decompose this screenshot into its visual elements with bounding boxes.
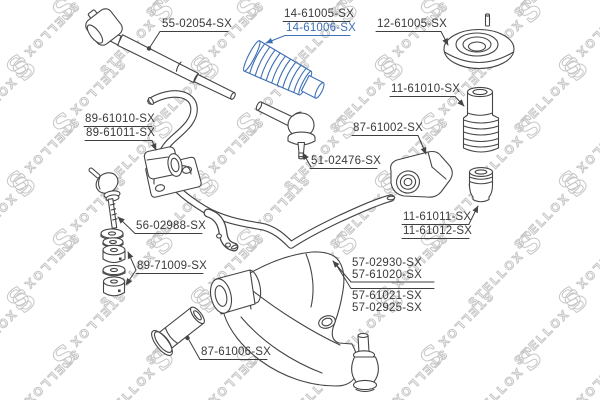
- part-label-small-bushing-b[interactable]: 11-61012-SX: [403, 225, 473, 237]
- stabilizer-bar-drawing[interactable]: [147, 90, 396, 252]
- small-bushing-drawing[interactable]: [468, 167, 494, 203]
- inner-tie-rod-drawing[interactable]: [79, 2, 236, 100]
- part-label-tie-rod-end[interactable]: 51-02476-SX: [311, 155, 381, 167]
- strut-mount-drawing[interactable]: [443, 13, 515, 70]
- stabilizer-link-drawing[interactable]: [88, 167, 122, 229]
- part-label-bump-stop[interactable]: 11-61010-SX: [391, 83, 461, 95]
- part-label-inner-tie-rod[interactable]: 55-02054-SX: [162, 18, 232, 30]
- arm-bushing-drawing[interactable]: [390, 150, 453, 198]
- link-bushing-kit-drawing[interactable]: [100, 228, 126, 297]
- tie-rod-end-drawing[interactable]: [255, 101, 316, 160]
- part-label-small-bushing-a[interactable]: 11-61011-SX: [403, 211, 472, 223]
- part-label-control-arm-d[interactable]: 57-02925-SX: [352, 302, 422, 314]
- steering-boot-drawing[interactable]: [241, 39, 329, 106]
- bump-stop-drawing[interactable]: [462, 86, 500, 153]
- stabilizer-bushing-drawing[interactable]: [143, 146, 202, 198]
- part-label-stab-bushing-b[interactable]: 89-61011-SX: [86, 127, 156, 139]
- part-label-control-arm-a[interactable]: 57-02930-SX: [352, 257, 422, 269]
- part-label-control-arm-c[interactable]: 57-61021-SX: [352, 290, 422, 302]
- part-label-steering-boot[interactable]: 14-61006-SX: [286, 22, 356, 34]
- part-label-stab-bushing-a[interactable]: 89-61010-SX: [85, 113, 155, 125]
- part-label-strut-mount[interactable]: 12-61005-SX: [377, 18, 447, 30]
- part-label-stab-link[interactable]: 56-02988-SX: [136, 220, 206, 232]
- part-label-arm-bushing[interactable]: 87-61002-SX: [353, 122, 423, 134]
- control-arm-drawing[interactable]: [207, 251, 379, 393]
- part-label-control-arm-b[interactable]: 57-61020-SX: [352, 269, 422, 281]
- part-label-rear-arm-bushing[interactable]: 87-61006-SX: [201, 346, 271, 358]
- part-label-boot-kit[interactable]: 14-61005-SX: [284, 8, 354, 20]
- rear-arm-bushing-drawing[interactable]: [148, 301, 210, 359]
- part-label-link-bushing-kit[interactable]: 89-71009-SX: [137, 260, 207, 272]
- label-leader-lines: [83, 21, 479, 360]
